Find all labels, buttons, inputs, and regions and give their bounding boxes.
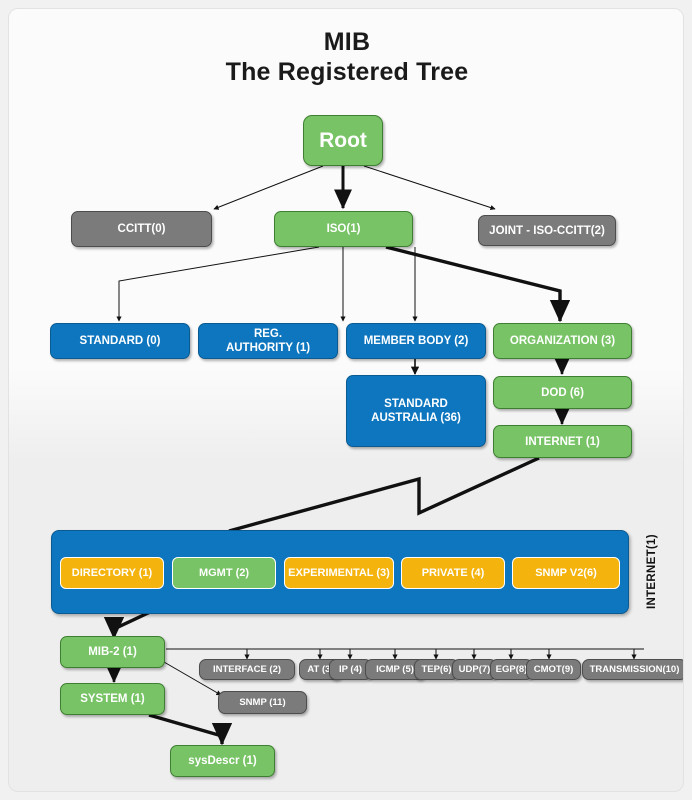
link-internet-band <box>228 456 540 533</box>
title-line-1: MIB <box>323 28 371 56</box>
band-chip-mgmt[interactable]: MGMT (2) <box>172 557 276 589</box>
band-chip-snmp-v2[interactable]: SNMP V2(6) <box>512 557 620 589</box>
node-dod[interactable]: DOD (6) <box>493 376 632 409</box>
node-member-body[interactable]: MEMBER BODY (2) <box>346 323 486 359</box>
link-root-joint <box>363 165 496 211</box>
link-root-ccitt <box>213 165 324 210</box>
diagram-frame: MIB The Registered Tree <box>8 8 684 792</box>
node-reg-authority-line2: AUTHORITY (1) <box>225 342 311 354</box>
node-mib2[interactable]: MIB-2 (1) <box>60 636 165 668</box>
node-egp[interactable]: EGP(8) <box>490 659 533 680</box>
internet-band-side-label: INTERNET(1) <box>646 534 658 609</box>
node-reg-authority[interactable]: REG. AUTHORITY (1) <box>198 323 338 359</box>
node-joint-iso-ccitt[interactable]: JOINT - ISO-CCITT(2) <box>478 215 616 246</box>
node-system[interactable]: SYSTEM (1) <box>60 683 165 715</box>
node-transmission[interactable]: TRANSMISSION(10) <box>582 659 683 680</box>
title-line-2: The Registered Tree <box>225 58 469 86</box>
node-internet[interactable]: INTERNET (1) <box>493 425 632 458</box>
diagram-canvas: MIB The Registered Tree <box>9 9 683 791</box>
node-reg-authority-line1: REG. <box>253 328 283 340</box>
node-snmp-11[interactable]: SNMP (11) <box>218 691 307 714</box>
node-sysdescr[interactable]: sysDescr (1) <box>170 745 275 777</box>
node-organization[interactable]: ORGANIZATION (3) <box>493 323 632 359</box>
link-system-sysdescr <box>148 713 223 738</box>
node-ccitt[interactable]: CCITT(0) <box>71 211 212 247</box>
band-chip-private[interactable]: PRIVATE (4) <box>401 557 505 589</box>
node-root[interactable]: Root <box>303 115 383 166</box>
node-cmot[interactable]: CMOT(9) <box>526 659 581 680</box>
node-iso[interactable]: ISO(1) <box>274 211 413 247</box>
node-standard-australia[interactable]: STANDARD AUSTRALIA (36) <box>346 375 486 447</box>
page-title: MIB The Registered Tree <box>9 27 683 87</box>
link-iso-standard <box>116 246 320 322</box>
node-standard-australia-line1: STANDARD <box>384 398 448 410</box>
node-standard-australia-line2: AUSTRALIA (36) <box>371 412 461 424</box>
node-interface[interactable]: INTERFACE (2) <box>199 659 295 680</box>
link-iso-organization <box>385 245 571 323</box>
band-chip-directory[interactable]: DIRECTORY (1) <box>60 557 164 589</box>
band-chip-experimental[interactable]: EXPERIMENTAL (3) <box>284 557 394 589</box>
node-standard[interactable]: STANDARD (0) <box>50 323 190 359</box>
